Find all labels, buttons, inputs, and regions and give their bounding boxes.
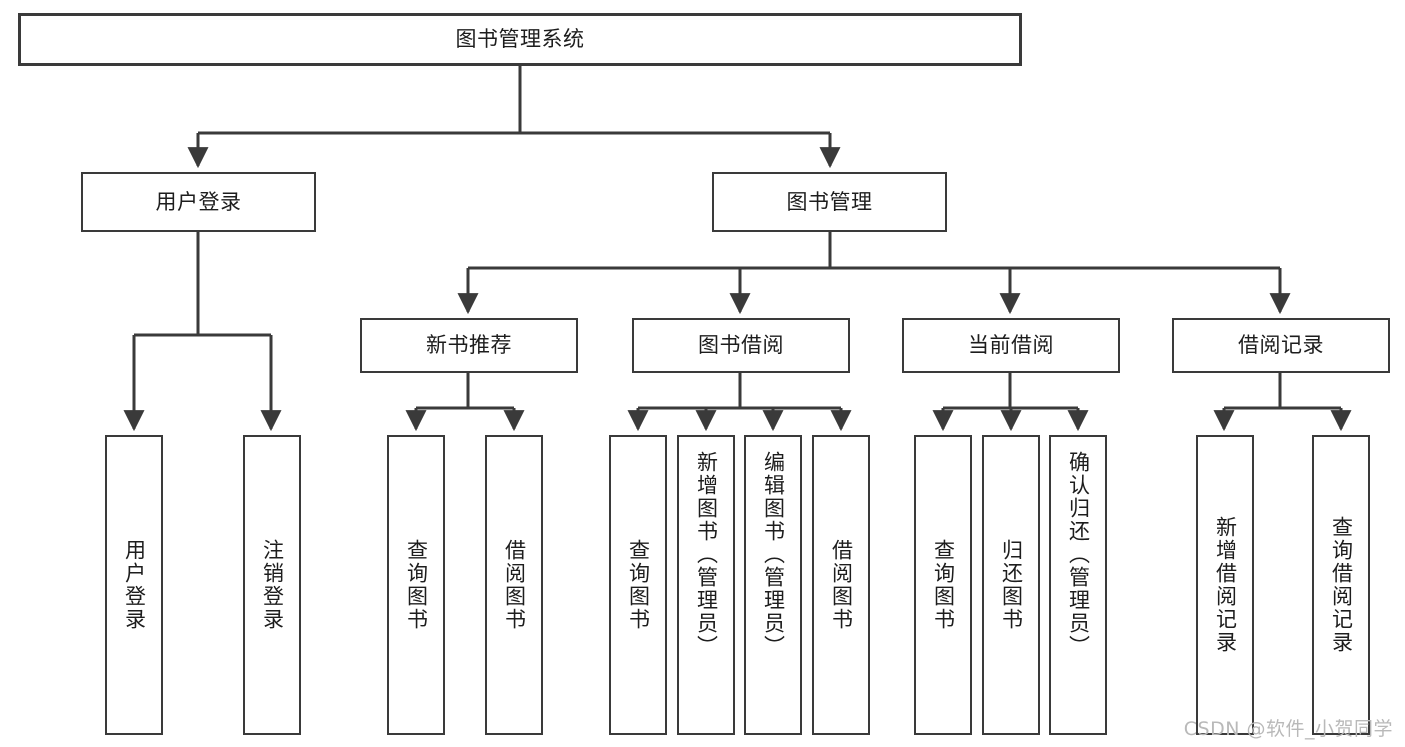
node-root[interactable]: 图书管理系统 [18,13,1022,66]
leaf-new-book-query[interactable]: 查询图书 [387,435,445,735]
leaf-label: 确认归还（管理员） [1066,451,1091,658]
leaf-current-borrow-return[interactable]: 归还图书 [982,435,1040,735]
leaf-label: 查询图书 [404,539,429,631]
leaf-label: 查询借阅记录 [1329,516,1354,654]
node-new-book-recommend-label: 新书推荐 [426,333,512,358]
node-user-login[interactable]: 用户登录 [81,172,316,232]
leaf-label: 新增借阅记录 [1213,516,1238,654]
leaf-label: 注销登录 [260,539,285,631]
leaf-label: 编辑图书（管理员） [761,451,786,658]
node-borrow-record[interactable]: 借阅记录 [1172,318,1390,373]
leaf-book-borrow-add[interactable]: 新增图书（管理员） [677,435,735,735]
leaf-book-borrow-borrow[interactable]: 借阅图书 [812,435,870,735]
leaf-current-borrow-confirm-return[interactable]: 确认归还（管理员） [1049,435,1107,735]
node-current-borrow[interactable]: 当前借阅 [902,318,1120,373]
node-book-management[interactable]: 图书管理 [712,172,947,232]
leaf-book-borrow-edit[interactable]: 编辑图书（管理员） [744,435,802,735]
node-user-login-label: 用户登录 [155,189,242,214]
leaf-user-login-logout[interactable]: 注销登录 [243,435,301,735]
node-root-label: 图书管理系统 [455,27,585,52]
leaf-label: 借阅图书 [829,539,854,631]
node-new-book-recommend[interactable]: 新书推荐 [360,318,578,373]
node-book-borrow-label: 图书借阅 [698,333,784,358]
node-book-borrow[interactable]: 图书借阅 [632,318,850,373]
leaf-label: 归还图书 [999,539,1024,631]
leaf-borrow-record-query[interactable]: 查询借阅记录 [1312,435,1370,735]
node-current-borrow-label: 当前借阅 [968,333,1054,358]
leaf-label: 查询图书 [931,539,956,631]
node-book-management-label: 图书管理 [786,189,873,214]
leaf-label: 新增图书（管理员） [694,451,719,658]
leaf-label: 借阅图书 [502,539,527,631]
leaf-new-book-borrow[interactable]: 借阅图书 [485,435,543,735]
leaf-user-login-login[interactable]: 用户登录 [105,435,163,735]
leaf-label: 查询图书 [626,539,651,631]
watermark: CSDN @软件_小贺同学 [1183,718,1393,740]
leaf-current-borrow-query[interactable]: 查询图书 [914,435,972,735]
leaf-book-borrow-query[interactable]: 查询图书 [609,435,667,735]
leaf-label: 用户登录 [122,539,147,631]
node-borrow-record-label: 借阅记录 [1238,333,1324,358]
leaf-borrow-record-add[interactable]: 新增借阅记录 [1196,435,1254,735]
